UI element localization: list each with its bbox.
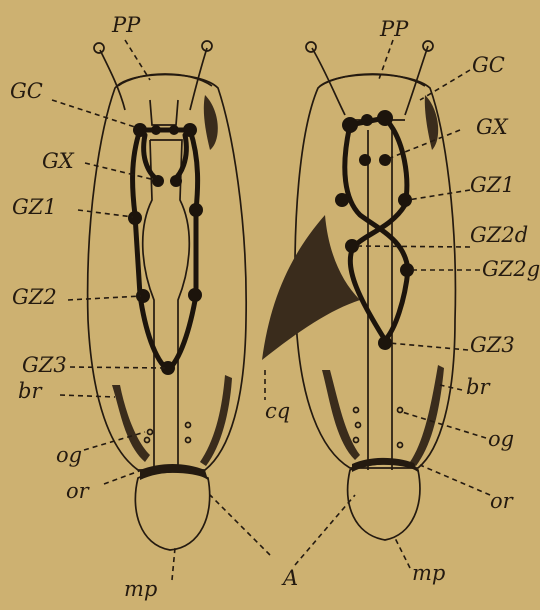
left-gill-right [200,375,232,466]
right-ganglion-gz1-r [398,193,412,207]
left-ganglion-gx-l [152,175,164,187]
right-cq-shell [262,215,360,360]
label-gz1-left: GZ1 [12,195,57,219]
left-ganglion-gc-ml [151,125,161,135]
label-br-left: br [18,379,43,403]
right-specimen [262,41,455,540]
left-ganglion-gc-l [133,123,147,137]
left-pore-4 [186,438,191,443]
right-ganglion-gc-r [377,110,393,126]
left-tentacle-left [100,50,125,110]
label-gz2-left: GZ2 [12,285,57,309]
right-pore-1 [354,408,359,413]
right-foot [348,464,420,540]
left-foot-top [140,464,208,480]
left-ganglion-gc-mr [169,125,179,135]
left-inner-core [143,140,190,470]
left-ganglion-gz1-r [189,203,203,217]
label-gc-right: GC [472,53,505,77]
right-ganglion-gx-l [359,154,371,166]
label-br-right: br [466,375,491,399]
label-pp-right: PP [379,17,409,41]
label-pp-left: PP [111,13,141,37]
left-ganglion-gc-r [183,123,197,137]
right-ganglion-gc-l [342,117,358,133]
right-eye-left [306,42,316,52]
left-ganglion-gz1-l [128,211,142,225]
right-ganglion-gx-r [379,154,391,166]
right-head [320,74,425,86]
label-or-left: or [66,479,91,503]
label-gx-right: GX [476,115,509,139]
right-pore-2 [356,423,361,428]
label-cq: cq [265,399,290,423]
label-og-right: og [488,427,514,451]
right-tentacle-right [405,46,428,115]
left-eye-left [94,43,104,53]
left-pore-2 [145,438,150,443]
label-mp-left: mp [124,577,157,601]
right-ganglion-gz3 [378,336,392,350]
label-gz2g-right: GZ2g [482,257,540,281]
label-gz1-right: GZ1 [470,173,515,197]
right-pore-4 [398,408,403,413]
left-ganglion-gz2-r [188,288,202,302]
right-ganglion-gz2d [345,239,359,253]
left-foot [135,472,209,550]
left-pore-3 [186,423,191,428]
label-gc-left: GC [10,79,43,103]
label-gz3-left: GZ3 [22,353,67,377]
left-ganglion-gz2-l [136,289,150,303]
leader-lines [52,40,490,580]
left-gill-left [112,385,150,462]
right-foot-top [352,458,418,472]
right-pore-5 [398,443,403,448]
right-ganglion-gz1-l [335,193,349,207]
right-nerve-figure8 [345,118,408,340]
left-specimen [88,41,247,550]
right-tentacle-left [312,48,345,115]
label-gz3-right: GZ3 [470,333,515,357]
label-gx-left: GX [42,149,75,173]
left-ganglion-gx-r [170,175,182,187]
label-a: A [281,566,298,590]
label-og-left: og [56,443,82,467]
right-ganglion-gz2g [400,263,414,277]
right-ganglion-gc-m [361,114,373,126]
label-mp-right: mp [412,561,445,585]
label-gz2d-right: GZ2d [470,223,528,247]
right-pore-3 [354,438,359,443]
label-or-right: or [490,489,515,513]
left-shoulder-hatch [204,95,218,150]
left-pore-1 [148,430,153,435]
